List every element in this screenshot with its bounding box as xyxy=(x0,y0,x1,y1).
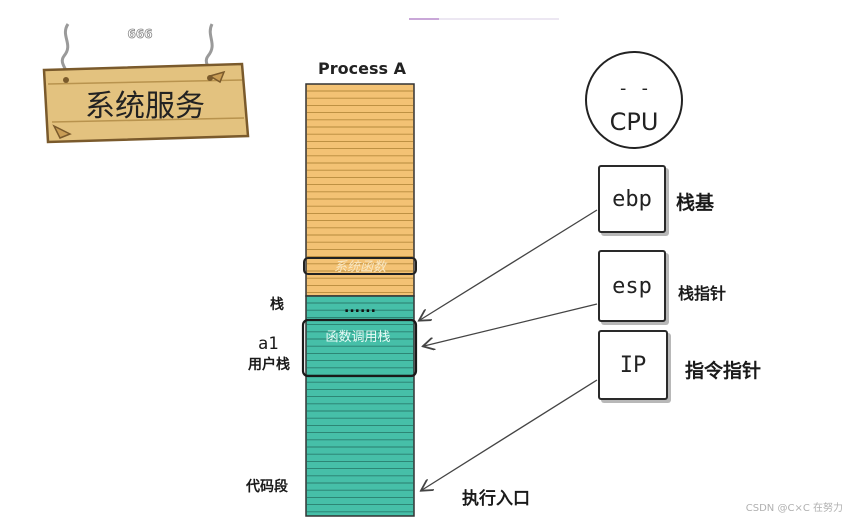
top-progress-track xyxy=(409,18,559,20)
entry-label: 执行入口 xyxy=(462,489,530,509)
syscall-label: 系统函数 xyxy=(334,260,388,275)
process-title: Process A xyxy=(318,59,407,78)
watermark: CSDN @C×C 在努力 xyxy=(745,503,843,514)
cpu-label: CPU xyxy=(610,108,659,136)
register-esp-name: esp xyxy=(612,273,652,299)
stack-dots: ...... xyxy=(344,300,376,316)
register-ebp-box: ebp xyxy=(598,165,666,233)
call-frame-label: 函数调用栈 xyxy=(325,330,390,345)
register-ebp-desc: 栈基 xyxy=(676,192,715,214)
teal-region-lines xyxy=(307,302,413,513)
top-progress-fill xyxy=(409,18,439,20)
cpu-eyes: - - xyxy=(618,78,651,99)
sign-title: 系统服务 xyxy=(85,89,205,124)
orange-region-lines xyxy=(307,90,413,294)
register-ip-name: IP xyxy=(619,352,647,378)
sign-tag: 666 xyxy=(127,27,152,41)
syscall-frame-box xyxy=(303,257,417,275)
ebp-arrow xyxy=(420,209,598,320)
code-segment-label: 代码段 xyxy=(246,479,288,495)
stack-label: 栈 xyxy=(270,297,284,313)
hanging-sign: 666 系统服务 xyxy=(42,23,250,144)
esp-arrow xyxy=(424,303,598,346)
a1-label: a1 xyxy=(258,334,279,354)
call-frame-box xyxy=(301,318,418,378)
cpu-face: - - CPU xyxy=(585,51,683,149)
ip-arrow xyxy=(422,379,598,490)
register-esp-box: esp xyxy=(598,250,666,322)
register-esp-desc: 栈指针 xyxy=(678,284,727,303)
user-stack-label: 用户栈 xyxy=(248,357,290,373)
register-ip-box: IP xyxy=(598,330,668,400)
register-ip-desc: 指令指针 xyxy=(685,360,762,382)
orange-region xyxy=(305,83,415,297)
register-ebp-name: ebp xyxy=(612,186,652,212)
